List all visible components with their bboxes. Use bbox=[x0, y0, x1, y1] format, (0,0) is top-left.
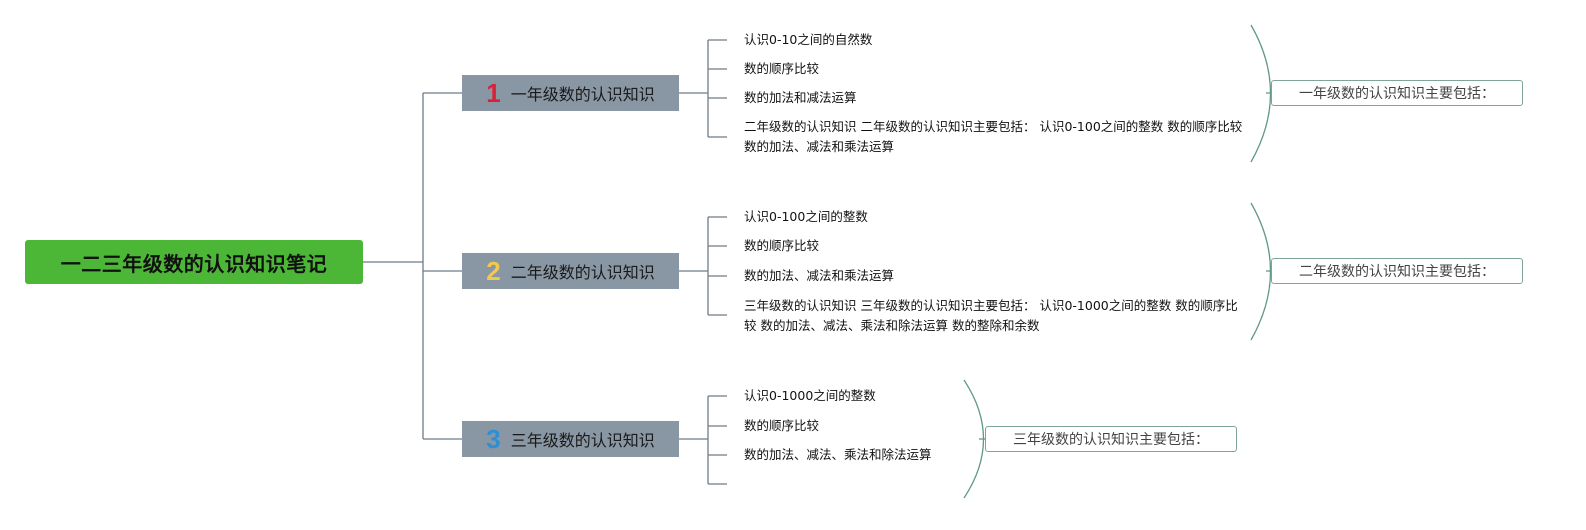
number-badge-3: 3 bbox=[486, 424, 501, 454]
leaf-item[interactable]: 数的顺序比较 bbox=[744, 238, 820, 253]
leaf-item[interactable]: 二年级数的认识知识 二年级数的认识知识主要包括： 认识0-100之间的整数 数的… bbox=[744, 119, 1243, 154]
summary-label-2: 二年级数的认识知识主要包括： bbox=[1299, 264, 1495, 280]
branch-node-3[interactable]: 3 三年级数的认识知识 bbox=[462, 421, 679, 457]
branch-label-2: 二年级数的认识知识 bbox=[510, 263, 655, 282]
summary-box-1[interactable]: 一年级数的认识知识主要包括： bbox=[1271, 80, 1523, 106]
leaf-item[interactable]: 三年级数的认识知识 三年级数的认识知识主要包括： 认识0-1000之间的整数 数… bbox=[744, 298, 1238, 333]
branch-label-3: 三年级数的认识知识 bbox=[510, 431, 655, 450]
leaf-item[interactable]: 数的加法、减法和乘法运算 bbox=[744, 268, 895, 283]
leaf-item[interactable]: 数的加法、减法、乘法和除法运算 bbox=[744, 447, 932, 462]
summary-box-2[interactable]: 二年级数的认识知识主要包括： bbox=[1271, 258, 1523, 284]
root-node[interactable]: 一二三年级数的认识知识笔记 bbox=[25, 240, 363, 284]
leaf-item[interactable]: 认识0-10之间的自然数 bbox=[744, 32, 873, 47]
summary-label-1: 一年级数的认识知识主要包括： bbox=[1299, 86, 1495, 102]
root-title: 一二三年级数的认识知识笔记 bbox=[60, 251, 328, 276]
leaf-item[interactable]: 认识0-1000之间的整数 bbox=[744, 388, 876, 403]
summary-box-3[interactable]: 三年级数的认识知识主要包括： bbox=[985, 426, 1237, 452]
branch-node-1[interactable]: 1 一年级数的认识知识 bbox=[462, 75, 679, 111]
number-badge-1: 1 bbox=[486, 78, 501, 108]
summary-label-3: 三年级数的认识知识主要包括： bbox=[1013, 432, 1209, 448]
leaf-item[interactable]: 数的加法和减法运算 bbox=[744, 90, 857, 105]
leaf-item[interactable]: 认识0-100之间的整数 bbox=[744, 209, 868, 224]
leaf-item[interactable]: 数的顺序比较 bbox=[744, 418, 820, 433]
branch-node-2[interactable]: 2 二年级数的认识知识 bbox=[462, 253, 679, 289]
number-badge-2: 2 bbox=[486, 256, 501, 286]
branch-label-1: 一年级数的认识知识 bbox=[510, 85, 655, 104]
leaf-item[interactable]: 数的顺序比较 bbox=[744, 61, 820, 76]
